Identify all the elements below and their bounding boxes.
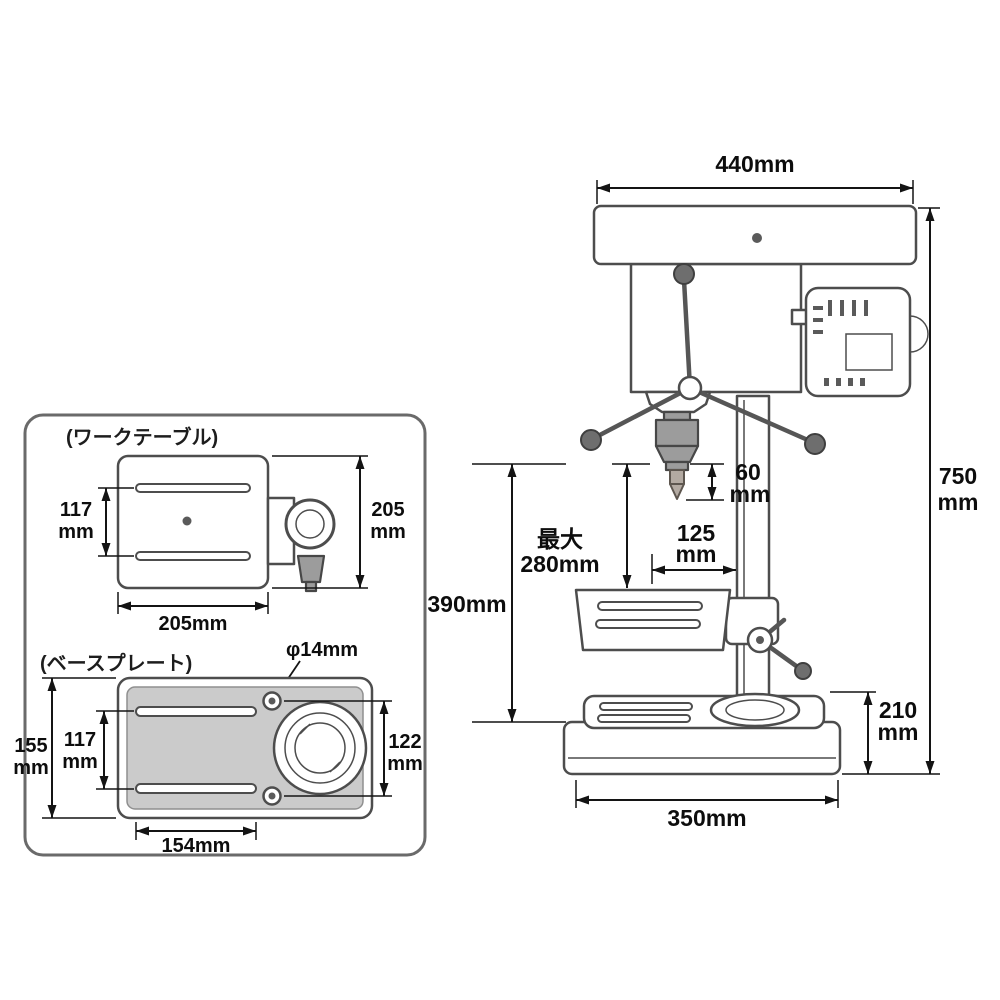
drill-press-side-view: 440mm 750 mm 60 mm 最大 280mm 125 mm [427,151,978,831]
motor-vent-7 [813,330,823,334]
baseplate-hole-pitch-value: 122 [388,731,421,753]
base-slot-1 [599,702,693,711]
worktable-slot-2 [135,551,251,561]
motor-vent-4 [864,300,868,316]
feed-hub [677,375,703,401]
work-table [574,588,812,680]
worktable-caption: (ワークテーブル) [66,425,218,449]
drill-bit-tip [669,483,685,500]
motor [790,286,929,398]
dim-table-travel-label: 390mm [427,591,506,617]
column-boss-inner [725,699,785,721]
chuck-body [654,418,700,448]
cap-knob-icon [752,233,762,243]
baseplate-height-unit: mm [13,757,49,779]
dim-overall-height-unit: mm [938,489,979,515]
baseplate-plan-view: (ベースプレート) φ14mm 155 mm [13,639,423,857]
quill-ring [662,410,692,422]
motor-housing [804,286,912,398]
motor-foot-2 [836,378,841,386]
main-dimensions: 440mm 750 mm 60 mm 最大 280mm 125 mm [427,151,978,831]
crank-knob [794,662,812,680]
motor-foot-3 [848,378,853,386]
feed-spoke-up [681,277,693,391]
motor-vent-1 [828,300,832,316]
baseplate-slot-length-label: 154mm [162,835,231,857]
motor-vent-3 [852,300,856,316]
feed-spoke-right [687,385,813,444]
chuck-and-bit [654,410,700,500]
worktable-depth-unit: mm [370,521,406,543]
worktable-depth-value: 205 [371,499,404,521]
motor-vent-5 [813,306,823,310]
column-boss-outer [709,692,801,728]
table-slot-2 [595,619,701,629]
worktable-chuck-tip [304,580,318,593]
worktable-center-hole [182,516,192,526]
baseplate-hole-pitch-unit: mm [387,753,423,775]
column [709,394,801,728]
feed-ball-right [804,433,826,455]
table-slot-1 [597,601,703,611]
baseplate-slot-2 [135,783,257,794]
column-shaft [735,394,771,716]
bolt-hole-top-center [268,697,276,705]
feed-ball-left [580,429,602,451]
column-mount-circle-outer [272,700,368,796]
baseplate-slot-1 [135,706,257,717]
motor-vent-6 [813,318,823,322]
crank-hub-center [756,636,764,644]
base-body [562,720,842,776]
baseplate-height-value: 155 [14,735,47,757]
dim-base-width-label: 350mm [667,805,746,831]
baseplate-slot-pitch-value: 117 [64,729,96,751]
dim-max-value: 280mm [520,551,599,577]
motor-foot-1 [824,378,829,386]
feed-spoke-left [593,385,693,440]
chuck-sleeve [664,460,690,472]
keyway-notch-1 [299,723,311,735]
dim-max-prefix: 最大 [537,526,583,552]
worktable-plan-view: (ワークテーブル) 117 mm 205 mm [58,425,406,635]
worktable-clamp-ring-inner [295,509,325,539]
worktable-slot-pitch-unit: mm [58,521,94,543]
dim-throat-value: 125 [677,520,716,546]
bolt-hole-bottom-center [268,792,276,800]
worktable-clamp-ring-outer [284,498,336,550]
dim-base-height-unit: mm [878,719,919,745]
base-slot-2 [597,714,691,723]
feed-ball-up [673,263,695,285]
worktable-width-label: 205mm [159,613,228,635]
motor-label-plate [845,333,893,371]
baseplate-slot-pitch-unit: mm [62,751,98,773]
dim-stroke-unit: mm [730,481,771,507]
pulley-cover [629,262,803,394]
column-mount-circle-mid [284,712,356,784]
column-mount-circle-inner [294,722,346,774]
dim-stroke-value: 60 [735,459,761,485]
dim-head-width-label: 440mm [715,151,794,177]
baseplate-hole-diameter-label: φ14mm [286,639,358,661]
dim-base-height-value: 210 [879,697,917,723]
worktable-slot-pitch-value: 117 [60,499,92,521]
motor-foot-4 [860,378,865,386]
worktable-slot-1 [135,483,251,493]
keyway-notch-2 [329,761,341,773]
motor-vent-2 [840,300,844,316]
drill-bit-shank [669,469,685,485]
inset-panel: (ワークテーブル) 117 mm 205 mm [13,413,427,857]
dim-throat-unit: mm [676,541,717,567]
worktable-chuck [296,554,326,584]
baseplate-caption: (ベースプレート) [40,652,192,675]
feed-handle [580,263,826,455]
head [592,204,918,414]
motor-handle [909,315,929,353]
worktable-plate [116,454,270,590]
chuck-taper [654,444,700,464]
dim-overall-height-value: 750 [939,463,977,489]
